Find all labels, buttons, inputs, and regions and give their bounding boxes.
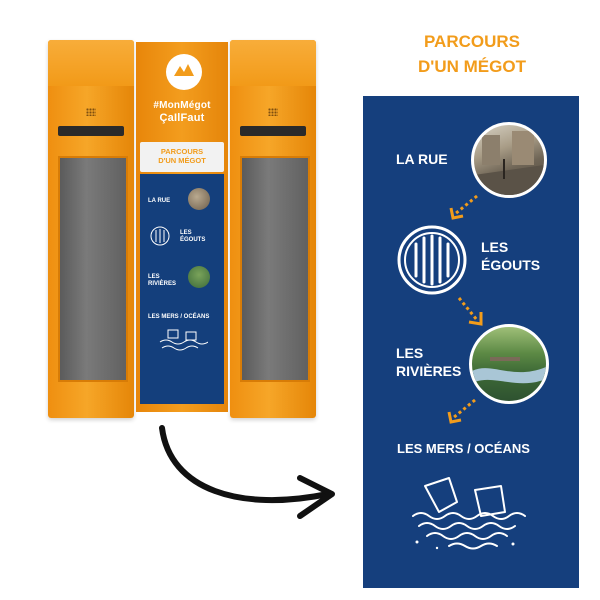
mini-waves-icon (159, 329, 208, 351)
poster-panel: LA RUE LES ÉGOUTS (363, 96, 579, 588)
cup-icon (424, 477, 458, 513)
mini-title-line-1: PARCOURS (160, 147, 204, 156)
street-photo (471, 122, 547, 198)
stage-rivers-label-1: LES (396, 345, 424, 361)
transparent-window (58, 156, 128, 382)
logo-mark-icon (174, 64, 194, 76)
cigarette-butt-dispenser: #MonMégot ÇaIlFaut PARCOURS D'UN MÉGOT L… (48, 40, 316, 418)
brand-line-1: #MonMégot (153, 100, 211, 111)
dotted-arrow-icon (447, 398, 476, 424)
mini-river-photo (188, 266, 210, 288)
transparent-window (240, 156, 310, 382)
mini-poster-header: PARCOURS D'UN MÉGOT (140, 142, 224, 172)
brand-line-2: ÇaIlFaut (159, 112, 205, 124)
poster-title-line-2: D'UN MÉGOT (418, 57, 526, 76)
dispenser-right-column (230, 40, 316, 418)
stage-rivers-label-2: RIVIÈRES (396, 363, 462, 379)
dotted-arrow-icon (449, 194, 478, 220)
mini-stage-street: LA RUE (148, 198, 171, 204)
curved-arrow-icon (159, 425, 335, 519)
cup-icon (474, 485, 506, 517)
stage-sewers-label-1: LES (481, 239, 509, 255)
dispenser-cap (230, 40, 316, 86)
dispenser-cap (48, 40, 134, 86)
stage-street-label: LA RUE (396, 151, 448, 167)
street-scene-icon (474, 131, 544, 195)
dotted-arrow-icon (457, 297, 483, 326)
deposit-slot (240, 126, 306, 136)
mini-stage-sewers-2: ÉGOUTS (180, 237, 206, 243)
mini-stage-rivers-1: LES (148, 274, 160, 280)
vent-grille-icon (86, 108, 96, 116)
river-photo (469, 324, 549, 404)
brand-logo (166, 54, 202, 90)
stage-seas-label: LES MERS / OCÉANS (397, 441, 530, 456)
dispenser-left-column (48, 40, 134, 418)
mini-stage-rivers-2: RIVIÈRES (148, 281, 177, 287)
mini-title-line-2: D'UN MÉGOT (158, 156, 206, 165)
mini-stage-seas: LES MERS / OCÉANS (148, 314, 210, 320)
vent-grille-icon (268, 108, 278, 116)
mini-street-photo (188, 188, 210, 210)
sewer-grate-icon (397, 225, 467, 295)
river-scene-icon (472, 357, 546, 384)
mini-stage-sewers-1: LES (180, 230, 192, 236)
deposit-slot (58, 126, 124, 136)
mini-grate-icon (150, 226, 170, 246)
poster-title-line-1: PARCOURS (423, 32, 521, 51)
stage-sewers-label-2: ÉGOUTS (481, 257, 541, 273)
dispenser-center-panel: #MonMégot ÇaIlFaut PARCOURS D'UN MÉGOT L… (136, 42, 228, 412)
ocean-pollution-icon (412, 477, 526, 550)
mini-poster: LA RUE LES ÉGOUTS LES RIVIÈRES LES MERS … (140, 174, 224, 404)
